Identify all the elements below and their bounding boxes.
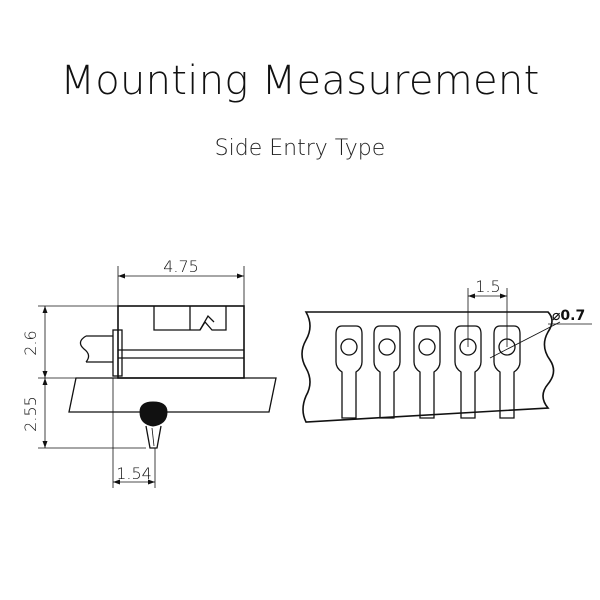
pcb-board xyxy=(68,377,277,413)
footprint-view: 1.5 ⌀0.7 xyxy=(301,277,592,423)
dim-hole-label: ⌀0.7 xyxy=(552,308,585,324)
footprint-outline xyxy=(301,311,555,423)
page-title: Mounting Measurement xyxy=(60,58,540,104)
dim-offset-label: 1.54 xyxy=(116,464,152,483)
pad-1 xyxy=(335,325,363,419)
pad-2 xyxy=(373,325,401,419)
solder-joint xyxy=(139,401,168,427)
dim-height-upper-label: 2.6 xyxy=(21,330,40,355)
pin-lead xyxy=(145,425,162,449)
connector-body xyxy=(117,305,245,379)
page-subtitle: Side Entry Type xyxy=(214,136,386,161)
dim-pitch-label: 1.5 xyxy=(475,277,500,296)
hole-leader-line xyxy=(489,321,561,359)
dim-width-label: 4.75 xyxy=(163,257,199,276)
dim-height-lower-label: 2.55 xyxy=(21,396,40,432)
side-view: 4.75 2.6 2.55 1.54 xyxy=(21,257,277,488)
pad-3 xyxy=(413,325,441,419)
